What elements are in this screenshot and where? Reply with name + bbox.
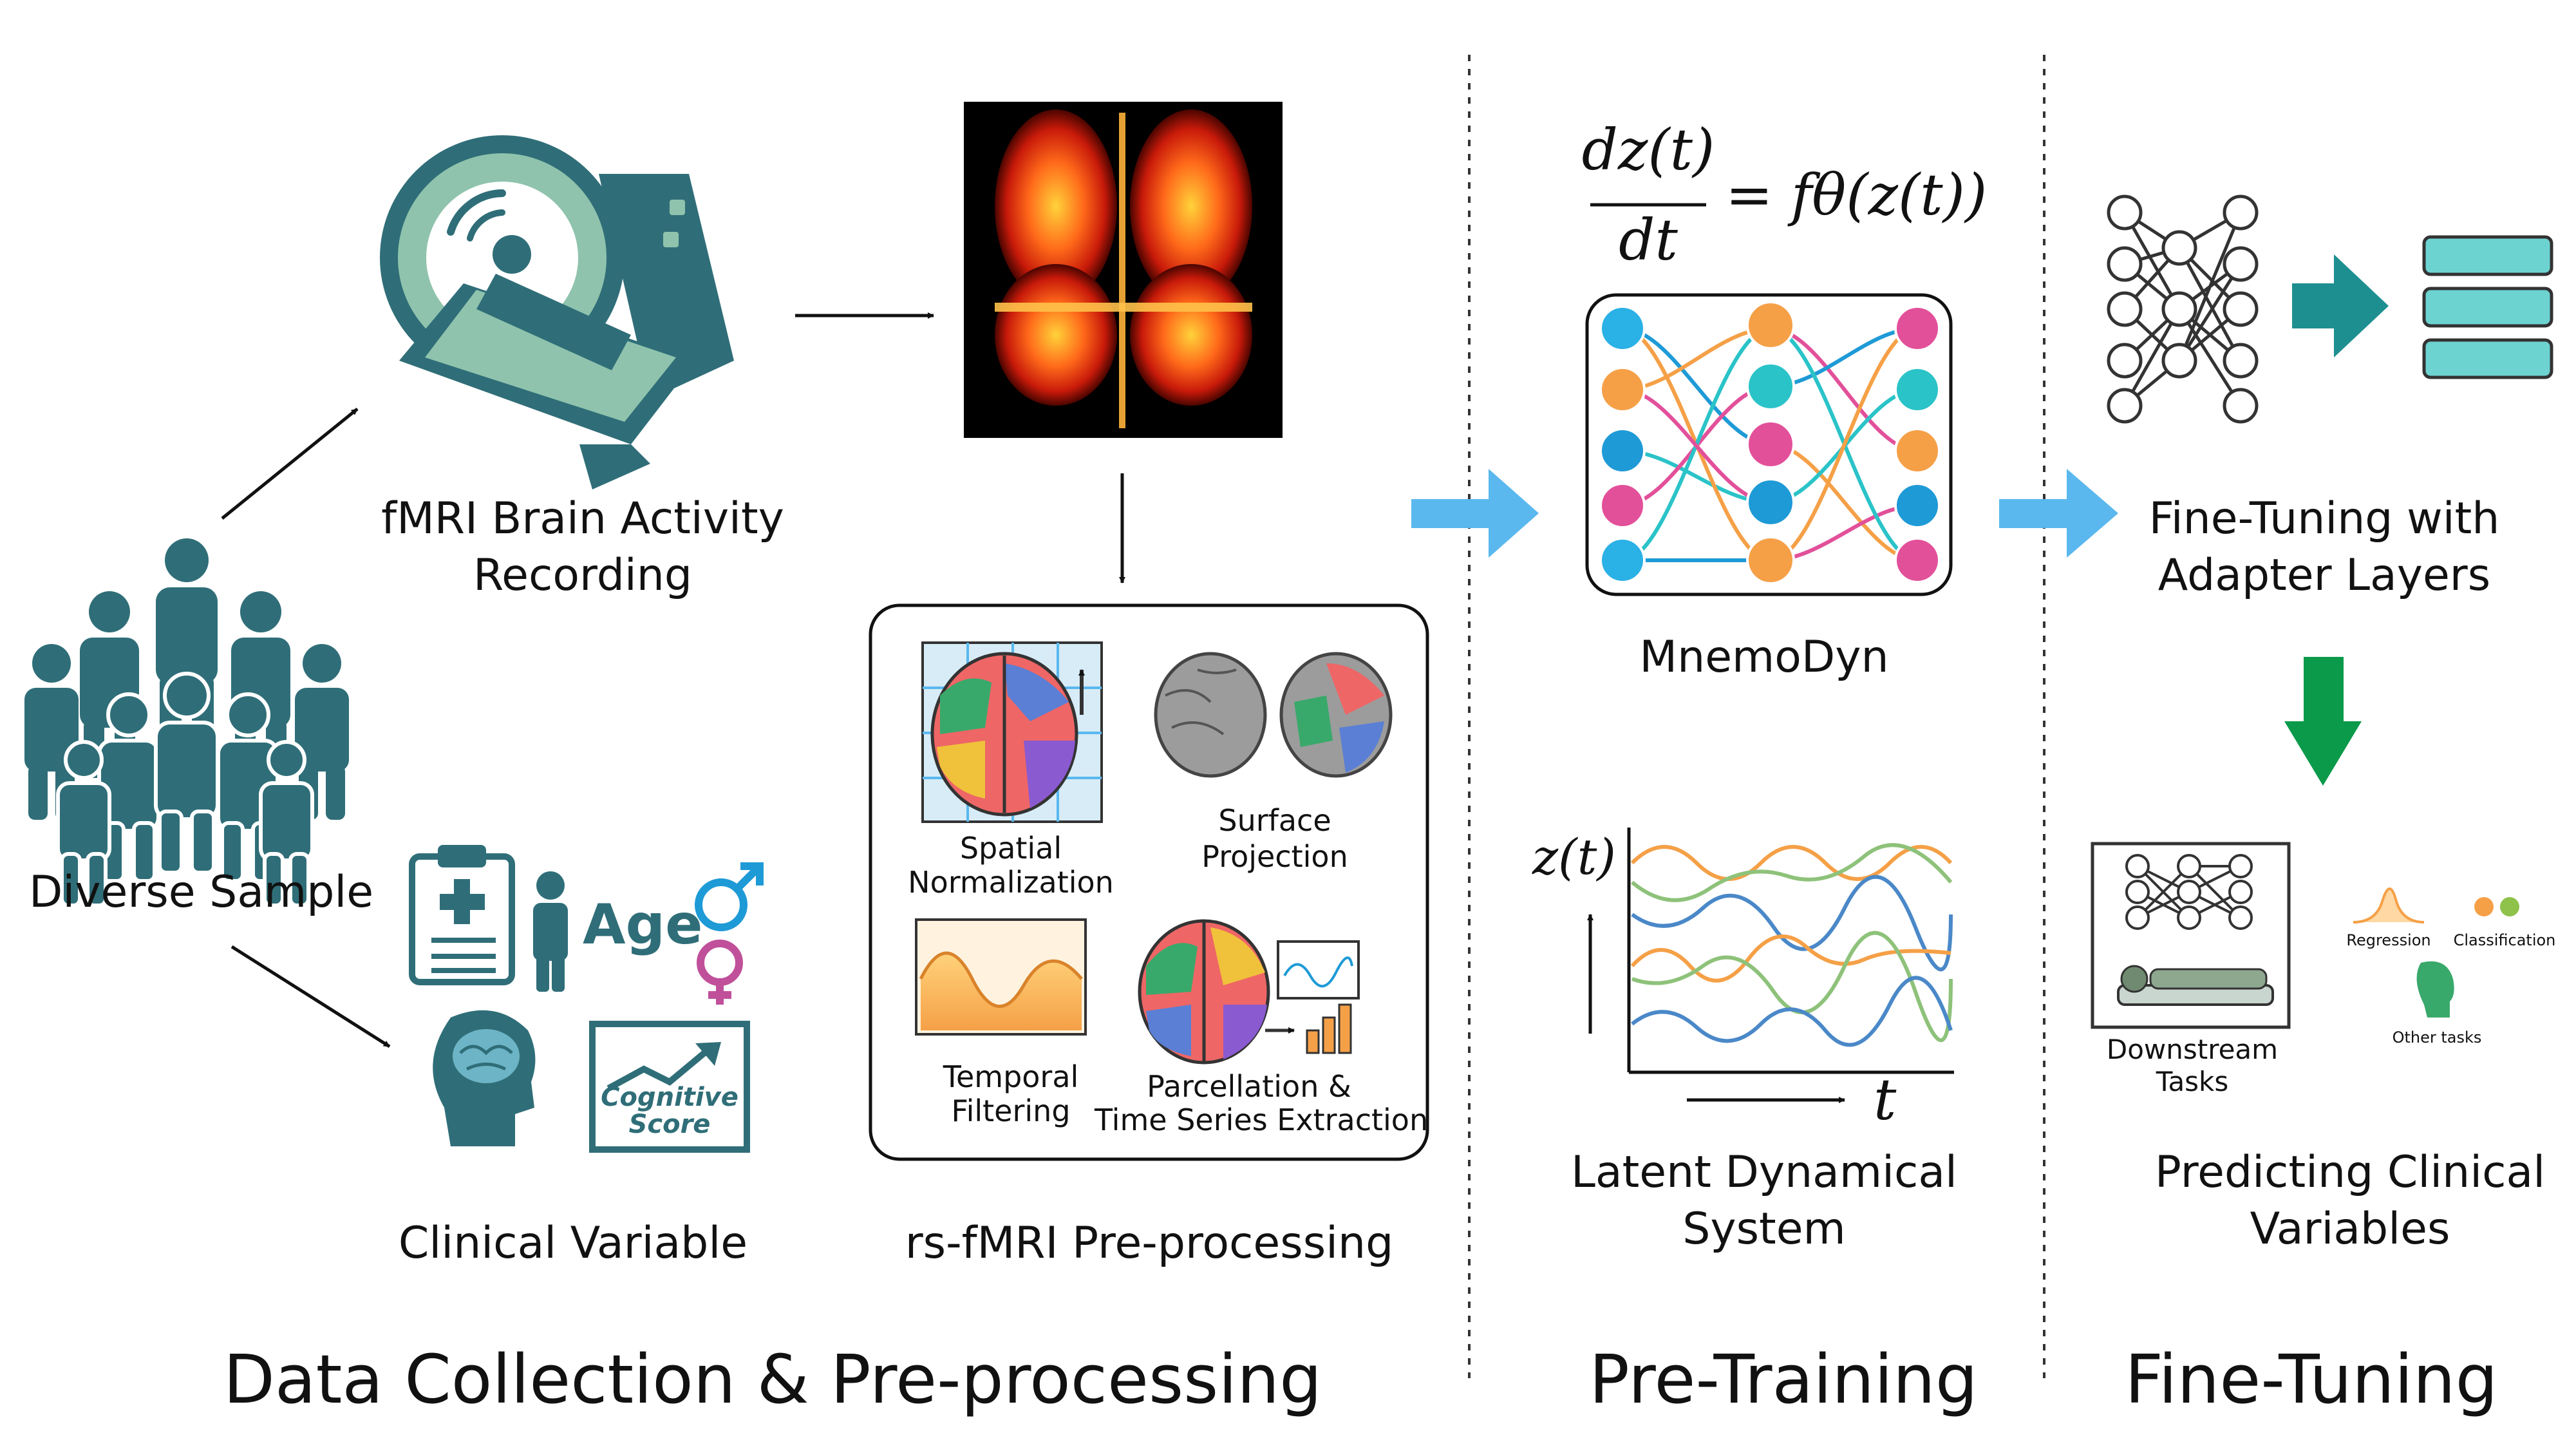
cognitive-label-line2: Score bbox=[628, 1110, 711, 1139]
spatial-label-line1: Spatial bbox=[959, 831, 1062, 866]
clipboard-icon bbox=[409, 845, 515, 985]
finetune-label-line1: Fine-Tuning with bbox=[2148, 493, 2500, 544]
fmri-label-line2: Recording bbox=[473, 550, 693, 601]
downstream-network-icon bbox=[2125, 854, 2253, 930]
classification-label: Classification bbox=[2453, 931, 2556, 949]
person-icon bbox=[533, 871, 568, 992]
teal-arrow-icon bbox=[2292, 254, 2389, 357]
parcellation-icon bbox=[1138, 919, 1360, 1065]
finetune-label-line2: Adapter Layers bbox=[2158, 550, 2491, 601]
regression-label: Regression bbox=[2346, 931, 2431, 949]
downstream-label-line1: Downstream bbox=[2106, 1034, 2279, 1065]
parcel-label-line1: Parcellation & bbox=[1147, 1069, 1351, 1104]
latent-label-line1: Latent Dynamical bbox=[1571, 1147, 1957, 1198]
predict-label-line2: Variables bbox=[2250, 1204, 2450, 1255]
regression-icon bbox=[2353, 887, 2425, 923]
mri-scanner-icon bbox=[380, 135, 734, 489]
spatial-normalization-icon bbox=[921, 641, 1103, 823]
parcel-label-line2: Time Series Extraction bbox=[1095, 1103, 1429, 1137]
gender-icon bbox=[695, 862, 764, 1005]
downstream-label-line2: Tasks bbox=[2156, 1066, 2229, 1097]
cognitive-label-line1: Cognitive bbox=[601, 1083, 738, 1112]
surface-label-line2: Projection bbox=[1201, 839, 1348, 874]
section-title-fine-tuning: Fine-Tuning bbox=[2125, 1340, 2498, 1419]
temporal-label-line2: Filtering bbox=[951, 1094, 1071, 1128]
latent-series bbox=[1630, 843, 1953, 1047]
latent-plot-axes bbox=[1627, 828, 1954, 1074]
section-title-data-collection: Data Collection & Pre-processing bbox=[223, 1340, 1322, 1419]
equation-denominator: dt bbox=[1619, 207, 1678, 273]
crowd-icon bbox=[24, 538, 349, 907]
surface-projection-icon bbox=[1154, 652, 1393, 778]
brain-head-icon bbox=[433, 1010, 536, 1146]
predict-label-line1: Predicting Clinical bbox=[2154, 1147, 2546, 1198]
latent-series-orange-2 bbox=[1630, 934, 1951, 983]
other-tasks-icon bbox=[2416, 961, 2454, 1018]
age-label: Age bbox=[583, 893, 703, 957]
clinical-variable-label: Clinical Variable bbox=[398, 1218, 748, 1269]
arrow-to-fmri bbox=[221, 408, 359, 520]
arrow-to-finetuning bbox=[1999, 469, 2118, 558]
patient-icon bbox=[2117, 965, 2274, 1006]
latent-series-blue-2 bbox=[1631, 976, 1953, 1047]
diverse-sample-label: Diverse Sample bbox=[29, 867, 374, 918]
fmri-label-line1: fMRI Brain Activity bbox=[381, 493, 784, 544]
classification-icon bbox=[2474, 897, 2519, 916]
spatial-label-line2: Normalization bbox=[908, 865, 1114, 900]
latent-series-green-2 bbox=[1631, 931, 1953, 1042]
mnemodyn-nodes bbox=[1599, 301, 1941, 585]
temporal-label-line1: Temporal bbox=[943, 1059, 1079, 1094]
arrow-to-pretraining bbox=[1411, 469, 1539, 558]
latent-series-green-1 bbox=[1631, 843, 1953, 902]
equation-rhs: = fθ(z(t)) bbox=[1725, 162, 1988, 228]
t-axis-label: t bbox=[1874, 1066, 1897, 1133]
adapter-layers-icon bbox=[2422, 235, 2553, 379]
finetune-network-icon bbox=[2107, 194, 2259, 424]
surface-label-line1: Surface bbox=[1218, 803, 1331, 838]
section-title-pre-training: Pre-Training bbox=[1589, 1340, 1978, 1419]
cognitive-score-icon bbox=[589, 1021, 750, 1153]
other-tasks-label: Other tasks bbox=[2392, 1028, 2482, 1046]
preproc-title: rs-fMRI Pre-processing bbox=[905, 1218, 1394, 1269]
mnemodyn-label: MnemoDyn bbox=[1639, 632, 1889, 683]
equation-numerator: dz(t) bbox=[1581, 117, 1715, 183]
arrow-to-clinical bbox=[230, 945, 391, 1048]
fmri-brain-image bbox=[964, 102, 1283, 438]
z-axis-label: z(t) bbox=[1532, 828, 1616, 886]
latent-series-blue-1 bbox=[1631, 875, 1953, 972]
latent-series-orange-1 bbox=[1630, 845, 1953, 881]
temporal-filtering-icon bbox=[915, 918, 1087, 1036]
green-down-arrow-icon bbox=[2284, 657, 2362, 786]
latent-label-line2: System bbox=[1682, 1204, 1846, 1255]
